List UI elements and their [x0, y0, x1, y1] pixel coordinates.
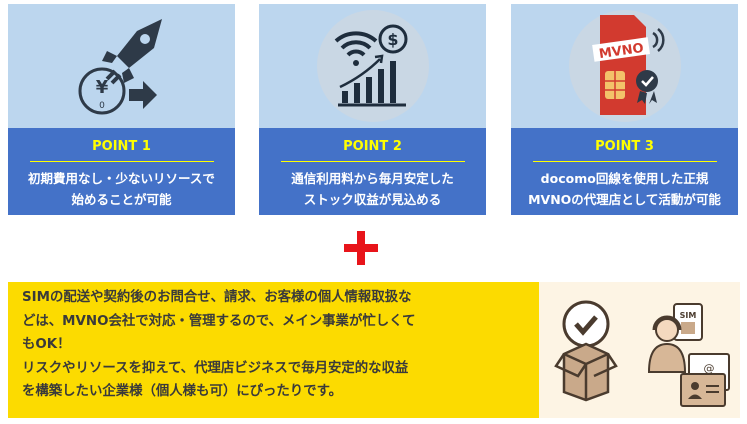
svg-text:$: $: [387, 30, 398, 49]
svg-text:@: @: [704, 362, 715, 375]
plus-icon: [344, 231, 378, 265]
point-card-2: $ POINT 2 通信利用料から毎月安定したストック収益が見込める: [259, 4, 486, 215]
svg-text:MVNO: MVNO: [598, 41, 645, 62]
point-card-1: ¥ 0 POINT 1 初期費用なし・少ないリソースで始めることが可能: [8, 4, 235, 215]
point-label: POINT 1: [92, 139, 151, 154]
divider: [532, 161, 717, 162]
support-illustration: SIM @: [539, 282, 740, 418]
operator-sim-icon: SIM @: [647, 303, 730, 407]
summary-text: SIMの配送や契約後のお問合せ、請求、お客様の個人情報取扱などは、MVNO会社で…: [22, 290, 416, 399]
rocket-yen-icon: ¥ 0: [8, 4, 235, 128]
svg-text:0: 0: [99, 101, 105, 111]
mvno-sim-icon: MVNO: [568, 10, 681, 122]
point-description: 初期費用なし・少ないリソースで始めることが可能: [28, 171, 215, 207]
divider: [29, 161, 214, 162]
point-description: 通信利用料から毎月安定したストック収益が見込める: [291, 171, 454, 207]
divider: [280, 161, 465, 162]
wifi-dollar-growth-icon: $: [316, 10, 429, 122]
svg-text:SIM: SIM: [680, 311, 697, 320]
svg-text:¥: ¥: [95, 77, 108, 98]
summary-box: SIMの配送や契約後のお問合せ、請求、お客様の個人情報取扱などは、MVNO会社で…: [8, 282, 539, 418]
box-check-icon: [554, 300, 618, 402]
point-label: POINT 3: [595, 139, 654, 154]
point-label: POINT 2: [343, 139, 402, 154]
